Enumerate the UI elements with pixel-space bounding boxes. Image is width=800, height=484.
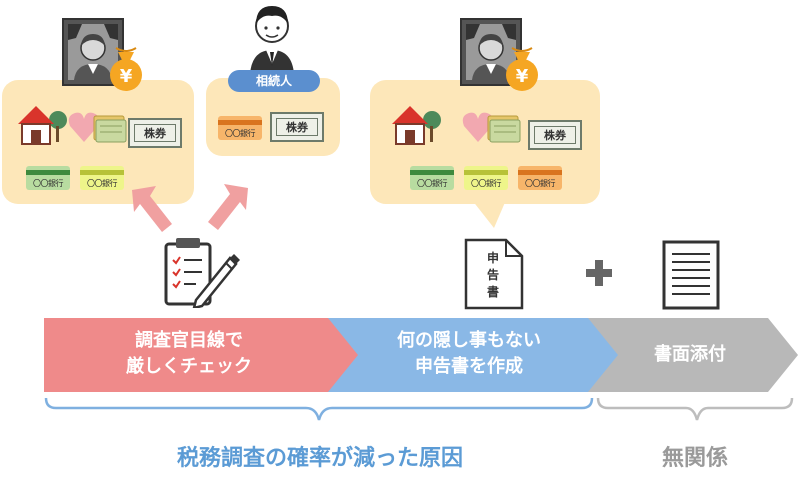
stock-certificate-label: 株券 (276, 118, 318, 136)
bank-book: 〇〇銀行 (218, 116, 262, 140)
reason-caption: 税務調査の確率が減った原因 (176, 446, 463, 471)
step2-line: 申告書を作成 (415, 356, 523, 377)
step1-line: 調査官目線で (135, 330, 243, 351)
tax-return-char: 書 (486, 285, 499, 299)
step3-text: 書面添付 (654, 344, 726, 365)
tax-return-document-icon (464, 238, 524, 310)
yen-money-bag-icon: ¥ (506, 47, 538, 91)
step2-chevron (324, 318, 618, 392)
bank-book: 〇〇銀行 (410, 166, 454, 190)
svg-text:¥: ¥ (120, 66, 133, 87)
bank-book-label: 〇〇銀行 (471, 179, 502, 188)
heart-cash-icon (68, 112, 127, 143)
bank-book-label: 〇〇銀行 (87, 179, 118, 188)
speech-tail (472, 200, 506, 228)
stock-certificate: 株券 (270, 112, 324, 142)
stock-certificate: 株券 (528, 120, 582, 150)
heart-cash-icon (462, 112, 521, 143)
step1-text: 調査官目線で 厳しくチェック (64, 328, 314, 380)
step1-chevron (44, 318, 358, 392)
step-banner (44, 318, 798, 392)
heir-person-icon (250, 6, 294, 74)
tax-return-label: 申 告 書 (478, 250, 508, 301)
checklist-clipboard-icon (164, 238, 240, 308)
house-icon (18, 106, 67, 145)
plus-icon (586, 260, 612, 286)
svg-text:¥: ¥ (516, 66, 529, 87)
reason-brace (44, 397, 594, 421)
house-icon (392, 106, 441, 145)
bank-book-label: 〇〇銀行 (417, 179, 448, 188)
deceased-portrait-icon (460, 18, 522, 86)
tax-return-char: 申 (486, 251, 499, 265)
stock-certificate-label: 株券 (134, 124, 176, 142)
stock-certificate-label: 株券 (534, 126, 576, 144)
arrow-up-left-icon (132, 186, 172, 232)
unrelated-brace (596, 397, 794, 421)
attached-document-icon (662, 240, 720, 310)
bank-book-label: 〇〇銀行 (33, 179, 64, 188)
tax-return-char: 告 (486, 268, 499, 282)
bank-book-label: 〇〇銀行 (525, 179, 556, 188)
arrow-up-right-icon (208, 184, 248, 230)
step1-line: 厳しくチェック (126, 356, 252, 377)
step3-chevron (584, 318, 798, 392)
deceased-portrait-icon (62, 18, 124, 86)
step2-text: 何の隠し事もない 申告書を作成 (352, 328, 586, 380)
bank-book: 〇〇銀行 (464, 166, 508, 190)
heir-label: 相続人 (228, 70, 320, 92)
bank-book-label: 〇〇銀行 (225, 129, 256, 138)
stock-certificate: 株券 (128, 118, 182, 148)
yen-money-bag-icon: ¥ (110, 47, 142, 91)
bank-book: 〇〇銀行 (26, 166, 70, 190)
bank-book: 〇〇銀行 (518, 166, 562, 190)
unrelated-caption: 無関係 (661, 446, 728, 471)
bank-book: 〇〇銀行 (80, 166, 124, 190)
step2-line: 何の隠し事もない (397, 330, 541, 351)
